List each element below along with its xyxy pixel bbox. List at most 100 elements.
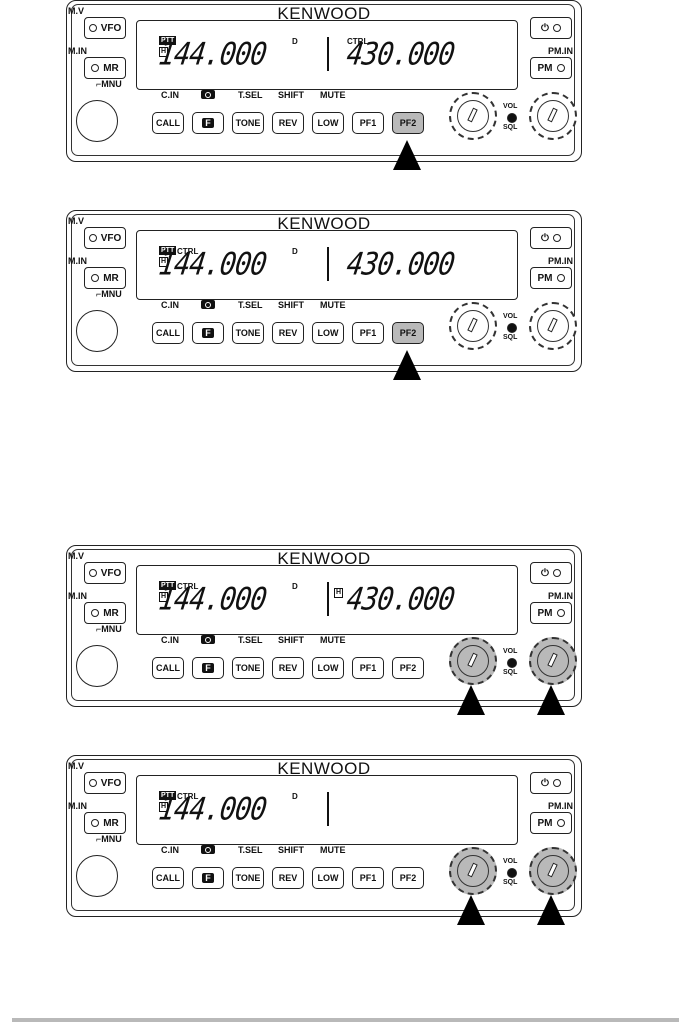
call-button[interactable]: CALL <box>152 657 184 679</box>
ptt-indicator: PTT <box>159 791 177 800</box>
power-button[interactable]: ⏻ <box>530 562 572 584</box>
sql-label: SQL <box>503 334 518 341</box>
tone-button[interactable]: TONE <box>232 112 264 134</box>
right-band-dial[interactable] <box>529 847 577 895</box>
tone-button[interactable]: TONE <box>232 867 264 889</box>
rev-button-label: REV <box>278 873 298 883</box>
mute-label: MUTE <box>320 845 346 855</box>
brand-logo: KENWOOD <box>277 214 371 233</box>
pf1-button-label: PF1 <box>359 663 377 673</box>
rev-button[interactable]: REV <box>272 112 304 134</box>
pm-button[interactable]: PM <box>530 267 572 289</box>
mute-label: MUTE <box>320 300 346 310</box>
rev-button[interactable]: REV <box>272 322 304 344</box>
left-band-frequency: 144.000 <box>156 36 269 73</box>
key-lock-icon <box>201 300 215 309</box>
left-band-dial[interactable] <box>449 92 497 140</box>
mnu-label-text: MNU <box>101 289 122 299</box>
vfo-button[interactable]: VFO <box>84 562 126 584</box>
led-icon <box>91 609 100 617</box>
dial-face <box>457 310 489 342</box>
rev-button[interactable]: REV <box>272 657 304 679</box>
tsel-label: T.SEL <box>238 635 263 645</box>
vol-sql-indicator <box>507 113 517 123</box>
call-button[interactable]: CALL <box>152 322 184 344</box>
tone-button[interactable]: TONE <box>232 322 264 344</box>
f-button[interactable]: F <box>192 867 224 889</box>
pm-button[interactable]: PM <box>530 602 572 624</box>
right-band-dial[interactable] <box>529 92 577 140</box>
pf1-button-label: PF1 <box>359 873 377 883</box>
right-band-dial[interactable] <box>529 302 577 350</box>
ctrl-indicator-left: CTRL <box>177 582 199 591</box>
ctrl-indicator-right: CTRL <box>347 37 369 46</box>
tuning-knob[interactable] <box>76 100 118 142</box>
pf2-button[interactable]: PF2 <box>392 657 424 679</box>
call-button[interactable]: CALL <box>152 112 184 134</box>
low-button[interactable]: LOW <box>312 657 344 679</box>
vfo-button[interactable]: VFO <box>84 772 126 794</box>
rev-button-label: REV <box>278 328 298 338</box>
f-button[interactable]: F <box>192 112 224 134</box>
low-button[interactable]: LOW <box>312 112 344 134</box>
pm-button[interactable]: PM <box>530 57 572 79</box>
cin-label: C.IN <box>161 845 179 855</box>
mr-button[interactable]: MR <box>84 602 126 624</box>
vfo-button-label: VFO <box>100 232 122 244</box>
left-band-dial[interactable] <box>449 847 497 895</box>
ptt-indicator: PTT <box>159 36 177 45</box>
left-band-dial[interactable] <box>449 637 497 685</box>
press-arrow-icon <box>537 895 565 925</box>
ctrl-indicator-left: CTRL <box>177 792 199 801</box>
power-button[interactable]: ⏻ <box>530 17 572 39</box>
power-button[interactable]: ⏻ <box>530 227 572 249</box>
mnu-label-text: MNU <box>101 624 122 634</box>
mr-button[interactable]: MR <box>84 57 126 79</box>
f-button[interactable]: F <box>192 322 224 344</box>
shift-label: SHIFT <box>278 635 304 645</box>
pf2-button[interactable]: PF2 <box>392 322 424 344</box>
shift-label: SHIFT <box>278 300 304 310</box>
pm-button[interactable]: PM <box>530 812 572 834</box>
call-button[interactable]: CALL <box>152 867 184 889</box>
left-band-dial[interactable] <box>449 302 497 350</box>
mr-button[interactable]: MR <box>84 812 126 834</box>
data-band-indicator: D <box>292 792 298 801</box>
pf2-button[interactable]: PF2 <box>392 867 424 889</box>
tone-button-label: TONE <box>235 118 261 128</box>
led-icon <box>552 779 561 787</box>
pmin-label: PM.IN <box>548 591 574 601</box>
low-button-label: LOW <box>317 328 339 338</box>
brand-logo: KENWOOD <box>277 759 371 778</box>
tone-button[interactable]: TONE <box>232 657 264 679</box>
left-band-frequency: 144.000 <box>156 581 269 618</box>
call-button-label: CALL <box>156 873 180 883</box>
right-high-power-indicator: H <box>334 588 344 598</box>
tuning-knob[interactable] <box>76 855 118 897</box>
led-icon <box>88 234 97 242</box>
tuning-knob[interactable] <box>76 310 118 352</box>
pf1-button[interactable]: PF1 <box>352 112 384 134</box>
f-button[interactable]: F <box>192 657 224 679</box>
power-button[interactable]: ⏻ <box>530 772 572 794</box>
rev-button[interactable]: REV <box>272 867 304 889</box>
low-button[interactable]: LOW <box>312 322 344 344</box>
pf1-button[interactable]: PF1 <box>352 867 384 889</box>
vfo-button[interactable]: VFO <box>84 17 126 39</box>
pf2-button[interactable]: PF2 <box>392 112 424 134</box>
pf1-button[interactable]: PF1 <box>352 657 384 679</box>
ctrl-indicator-left: CTRL <box>177 247 199 256</box>
high-power-indicator: H <box>159 592 169 602</box>
dial-face <box>537 310 569 342</box>
dial-face <box>537 855 569 887</box>
shift-label: SHIFT <box>278 90 304 100</box>
led-icon <box>88 779 97 787</box>
f-button-label: F <box>202 118 214 128</box>
footer-rule <box>12 1018 679 1022</box>
pf1-button[interactable]: PF1 <box>352 322 384 344</box>
tuning-knob[interactable] <box>76 645 118 687</box>
right-band-dial[interactable] <box>529 637 577 685</box>
vfo-button[interactable]: VFO <box>84 227 126 249</box>
low-button[interactable]: LOW <box>312 867 344 889</box>
mr-button[interactable]: MR <box>84 267 126 289</box>
